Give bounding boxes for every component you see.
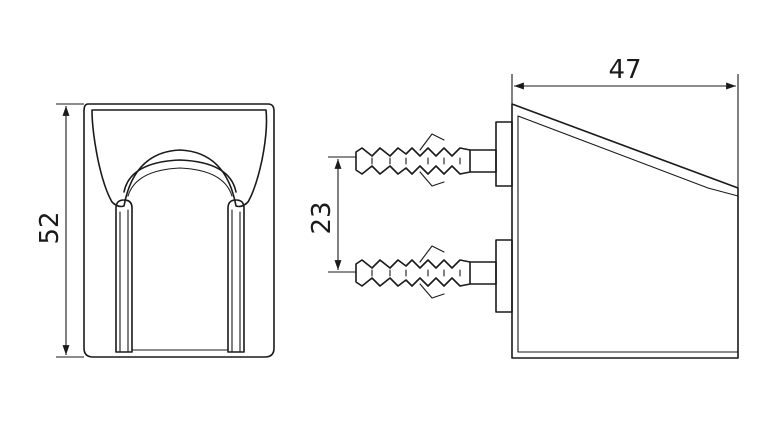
height-dimension-label: 52 bbox=[35, 211, 65, 244]
lower-anchor-body bbox=[355, 259, 471, 287]
upper-anchor-body bbox=[355, 147, 471, 175]
upper-anchor-shank bbox=[469, 149, 497, 173]
dimension-anchor-spacing: 23 bbox=[307, 156, 356, 273]
dimension-height: 52 bbox=[35, 103, 84, 358]
depth-dimension-label: 47 bbox=[608, 55, 641, 85]
front-left-rail bbox=[115, 199, 133, 353]
lower-anchor-ribs bbox=[371, 269, 461, 277]
lower-wall-anchor bbox=[355, 245, 497, 299]
upper-mount-plate bbox=[495, 121, 513, 187]
front-inner-cradle bbox=[91, 109, 268, 208]
side-top-face-line bbox=[517, 115, 739, 197]
spacing-dimension-label: 23 bbox=[307, 201, 337, 234]
lower-anchor-shank bbox=[469, 261, 497, 285]
front-right-rail-inner bbox=[231, 209, 241, 353]
side-view bbox=[495, 103, 739, 359]
front-holder-ring bbox=[123, 159, 237, 193]
lower-mount-plate bbox=[495, 239, 513, 313]
front-view bbox=[83, 103, 275, 358]
front-outer-outline bbox=[83, 103, 275, 358]
upper-anchor-ribs bbox=[371, 157, 461, 165]
dimension-depth: 47 bbox=[511, 55, 739, 188]
front-holder-ring-inner bbox=[127, 167, 233, 197]
upper-wall-anchor bbox=[355, 133, 497, 187]
upper-anchor-wings bbox=[419, 133, 445, 187]
lower-anchor-wings bbox=[419, 245, 445, 299]
front-right-rail bbox=[227, 199, 245, 353]
side-body-outline bbox=[511, 103, 739, 359]
front-left-rail-inner bbox=[119, 209, 129, 353]
